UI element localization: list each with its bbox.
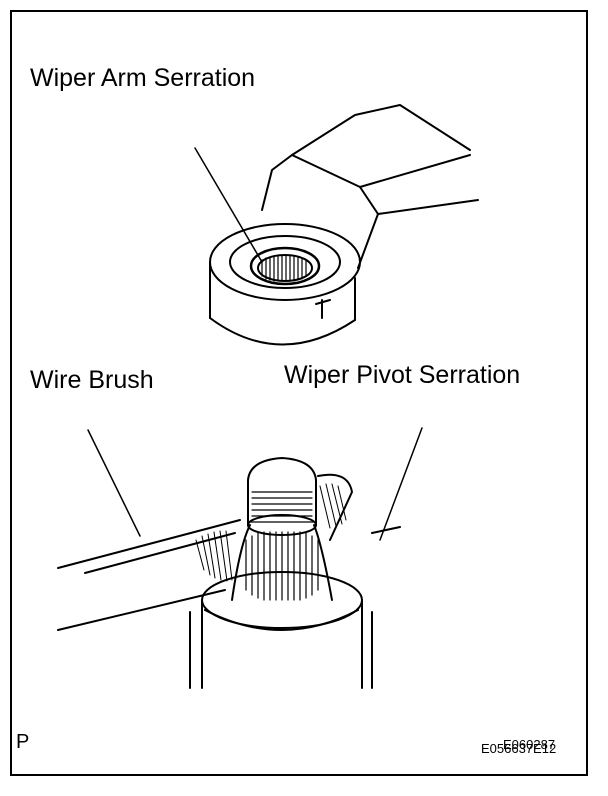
- figure-code-overprint: E060287: [503, 737, 556, 752]
- figure-code: E056637E12: [481, 741, 557, 756]
- pivot-serration-leader: [379, 427, 423, 541]
- wire-brush-leader: [87, 429, 141, 537]
- arm-serration-leader: [194, 147, 263, 263]
- arm-serration-ridges: [261, 255, 307, 282]
- wire-brush-label: Wire Brush: [30, 366, 154, 394]
- pivot-serration-ridges: [245, 491, 319, 601]
- wiper-arm: [209, 104, 479, 346]
- figure-frame: [10, 10, 588, 776]
- corner-mark: P: [16, 731, 30, 753]
- wire-brush: [57, 473, 401, 631]
- wiper-pivot-serration-label: Wiper Pivot Serration: [284, 361, 521, 389]
- brush-bristles: [195, 483, 347, 582]
- wiper-pivot: [189, 457, 373, 689]
- wiper-arm-serration-label: Wiper Arm Serration: [30, 64, 256, 92]
